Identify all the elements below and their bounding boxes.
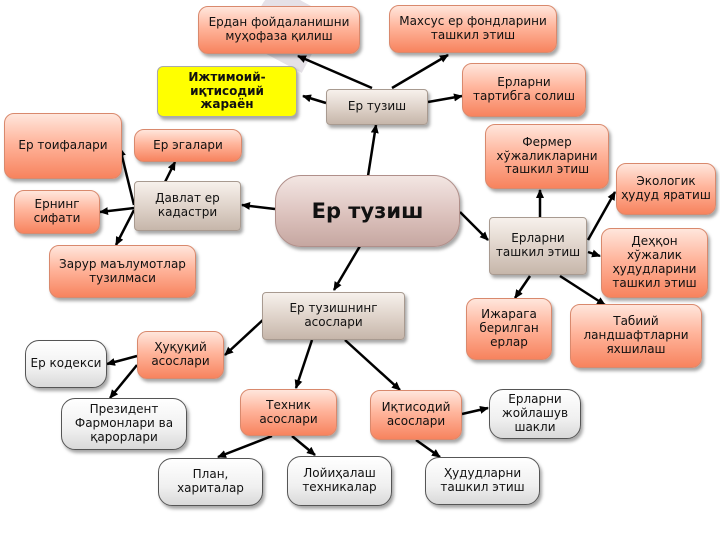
ekologik-node: Экологик ҳудуд яратиш [616,163,716,215]
edge-asoslari-texnik [294,339,314,389]
edge-ertuzish-tartibga [427,93,463,104]
iqtisodiy-node: Иқтисодий асослари [370,390,462,440]
edge-main-asoslari [332,245,362,291]
edge-main-ertuzish [366,124,379,177]
joylashuv-node: Ерларни жойлашув шакли [489,389,581,439]
edge-erlarni-tabiiy [559,274,606,307]
edge-erlarni-ekologik [586,191,617,241]
edge-asoslari-iqtisodiy [344,339,401,391]
edge-main-kadastr [241,201,276,211]
er-tuzish-node: Ер тузиш [326,89,428,125]
sifati-node: Ернинг сифати [14,190,100,234]
edge-texnik-plan [217,434,273,459]
edge-huquqiy-kodeksi [106,354,138,366]
edge-main-erlarni [459,211,489,241]
edge-iqtisodiy-hudud [415,438,441,459]
texnik-node: Техник асослари [240,389,337,436]
edge-texnik-loyiha [291,435,316,456]
edge-ertuzish-maxsus [391,53,449,90]
edge-ertuzish-himoya [297,54,373,90]
tabiiy-node: Табиий ландшафтларни яхшилаш [570,304,702,368]
ijtimoiy-node: Ижтимоий-иқтисодий жараён [157,66,297,117]
edge-iqtisodiy-joylashuv [461,405,489,416]
maxsus-fond-node: Махсус ер фондларини ташкил этиш [389,5,557,53]
hudud-tashkil-node: Ҳудудларни ташкил этиш [425,457,540,505]
prezident-node: Президент Фармонлари ва қарорлари [61,398,187,450]
huquqiy-node: Ҳуқуқий асослари [137,331,224,379]
dehqon-node: Деҳқон хўжалик ҳудудларини ташкил этиш [601,228,708,298]
edge-asoslari-huquqiy [224,317,266,356]
loyiha-node: Лойиҳалаш техникалар [287,456,392,506]
edge-kadastr-toifalari [118,147,136,206]
main-topic-node: Ер тузиш [275,175,460,247]
kodeksi-node: Ер кодекси [25,340,107,388]
plan-node: План, хариталар [158,458,263,506]
erlarni-tashkil-node: Ерларни ташкил этиш [489,217,587,275]
asoslari-node: Ер тузишнинг асослари [262,292,405,340]
edge-kadastr-egalari [163,161,177,183]
tartibga-node: Ерларни тартибга солиш [462,63,586,117]
edge-erlarni-ijaraga [513,275,532,299]
kadastr-node: Давлат ер кадастри [134,181,241,231]
edge-huquqiy-prezident [109,364,138,399]
toifalari-node: Ер тоифалари [4,113,122,179]
edge-kadastr-sifati [99,206,135,216]
fermer-node: Фермер хўжаликларини ташкил этиш [485,124,609,189]
edge-ertuzish-ijtimoiy [302,94,327,105]
edge-kadastr-zarur [114,209,136,246]
egalari-node: Ер эгалари [134,129,242,162]
zarur-node: Зарур маълумотлар тузилмаси [49,245,196,298]
ijaraga-node: Ижарага берилган ерлар [466,298,552,360]
edge-erlarni-dehqon [587,249,601,258]
himoya-node: Ердан фойдаланишни муҳофаза қилиш [198,6,360,54]
